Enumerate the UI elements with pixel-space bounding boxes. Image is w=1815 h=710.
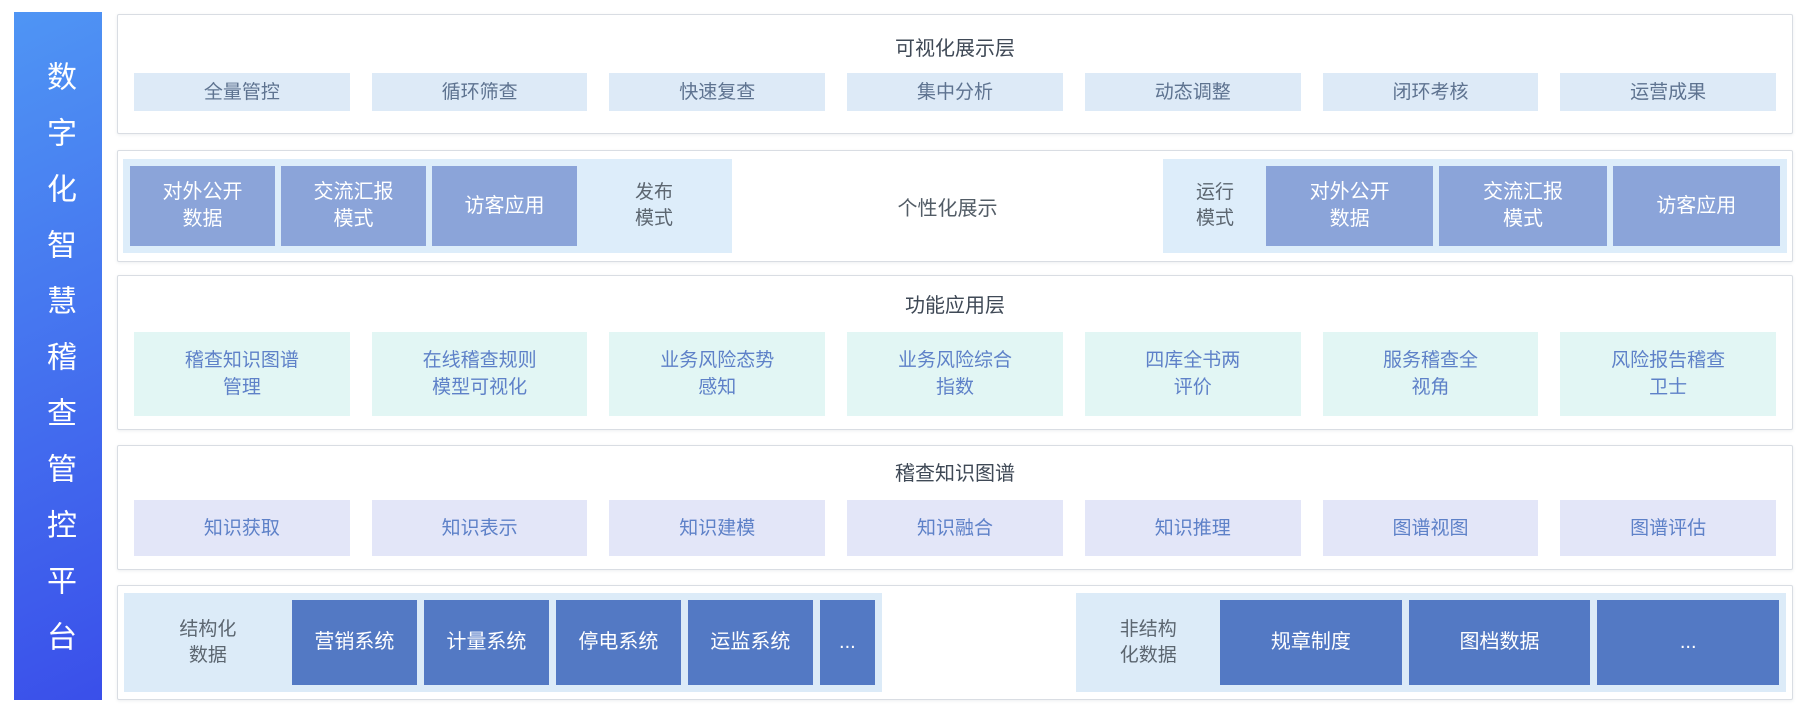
structured-data-box: 停电系统 (555, 600, 681, 685)
structured-data-box: 计量系统 (423, 600, 549, 685)
unstructured-data-label: 非结构 化数据 (1119, 618, 1177, 666)
publish-mode-box: 对外公开 数据 (130, 166, 275, 246)
knowledge-graph-chip: 图谱评估 (1560, 500, 1777, 556)
knowledge-graph-chip: 图谱视图 (1322, 500, 1539, 556)
run-mode-box: 访客应用 (1612, 166, 1780, 246)
visual-layer-chip: 快速复查 (609, 73, 826, 111)
publish-mode-group: 对外公开 数据 交流汇报 模式 访客应用 发布 模式 (123, 159, 733, 253)
function-layer-title: 功能应用层 (905, 295, 1005, 317)
platform-title: 数字化智慧稽查管控平台 (42, 61, 75, 677)
publish-mode-label: 发布 模式 (635, 182, 674, 229)
run-mode-box: 对外公开 数据 (1266, 166, 1434, 246)
structured-data-box: 营销系统 (291, 600, 417, 685)
visual-layer-items: 全量管控 循环筛查 快速复查 集中分析 动态调整 闭环考核 运营成果 (118, 73, 1792, 111)
function-layer-chip: 稽查知识图谱 管理 (134, 332, 350, 416)
personalized-display-label: 个性化展示 (897, 197, 998, 220)
unstructured-data-box: 规章制度 (1220, 600, 1402, 685)
knowledge-graph-items: 知识获取 知识表示 知识建模 知识融合 知识推理 图谱视图 图谱评估 (118, 500, 1792, 556)
run-mode-label: 运行 模式 (1195, 182, 1234, 229)
structured-data-group: 结构化 数据 营销系统 计量系统 停电系统 运监系统 ... (124, 593, 882, 692)
function-layer-chip: 服务稽查全 视角 (1322, 332, 1539, 416)
visual-layer-chip: 闭环考核 (1322, 73, 1539, 111)
knowledge-graph-chip: 知识建模 (609, 500, 826, 556)
function-layer-chip: 四库全书两 评价 (1084, 332, 1301, 416)
unstructured-data-more-box: ... (1597, 600, 1779, 685)
knowledge-graph-chip: 知识推理 (1084, 500, 1301, 556)
platform-brand-bar: 数字化智慧稽查管控平台 (14, 12, 102, 700)
unstructured-data-box: 图档数据 (1408, 600, 1591, 685)
run-mode-box: 交流汇报 模式 (1439, 166, 1607, 246)
knowledge-graph-chip: 知识表示 (371, 500, 588, 556)
knowledge-graph-chip: 知识获取 (134, 500, 350, 556)
function-layer-chip: 在线稽查规则 模型可视化 (371, 332, 588, 416)
architecture-diagram: 可视化展示层 全量管控 循环筛查 快速复查 集中分析 动态调整 闭环考核 运营成… (117, 14, 1793, 700)
structured-data-box: 运监系统 (687, 600, 813, 685)
panel-visual-layer: 可视化展示层 全量管控 循环筛查 快速复查 集中分析 动态调整 闭环考核 运营成… (117, 14, 1793, 134)
visual-layer-chip: 运营成果 (1560, 73, 1777, 111)
panel-data-sources: 结构化 数据 营销系统 计量系统 停电系统 运监系统 ... 非结构 化数据 规… (117, 585, 1793, 700)
panel-function-layer: 功能应用层 稽查知识图谱 管理 在线稽查规则 模型可视化 业务风险态势 感知 业… (117, 275, 1793, 430)
knowledge-graph-chip: 知识融合 (847, 500, 1063, 556)
visual-layer-chip: 全量管控 (134, 73, 350, 111)
structured-data-label: 结构化 数据 (179, 618, 237, 666)
function-layer-chip: 业务风险综合 指数 (847, 332, 1063, 416)
visual-layer-chip: 循环筛查 (371, 73, 588, 111)
visual-layer-title: 可视化展示层 (895, 38, 1015, 60)
knowledge-graph-title: 稽查知识图谱 (895, 463, 1015, 485)
function-layer-items: 稽查知识图谱 管理 在线稽查规则 模型可视化 业务风险态势 感知 业务风险综合 … (118, 332, 1792, 416)
publish-mode-box: 访客应用 (432, 166, 577, 246)
panel-display-modes: 对外公开 数据 交流汇报 模式 访客应用 发布 模式 个性化展示 运行 模式 对… (117, 150, 1793, 262)
function-layer-chip: 风险报告稽查 卫士 (1560, 332, 1777, 416)
run-mode-group: 运行 模式 对外公开 数据 交流汇报 模式 访客应用 (1163, 159, 1787, 253)
visual-layer-chip: 集中分析 (847, 73, 1063, 111)
publish-mode-box: 交流汇报 模式 (281, 166, 426, 246)
visual-layer-chip: 动态调整 (1084, 73, 1301, 111)
function-layer-chip: 业务风险态势 感知 (609, 332, 826, 416)
unstructured-data-group: 非结构 化数据 规章制度 图档数据 ... (1076, 593, 1786, 692)
panel-knowledge-graph: 稽查知识图谱 知识获取 知识表示 知识建模 知识融合 知识推理 图谱视图 图谱评… (117, 445, 1793, 570)
structured-data-more-box: ... (819, 600, 875, 685)
